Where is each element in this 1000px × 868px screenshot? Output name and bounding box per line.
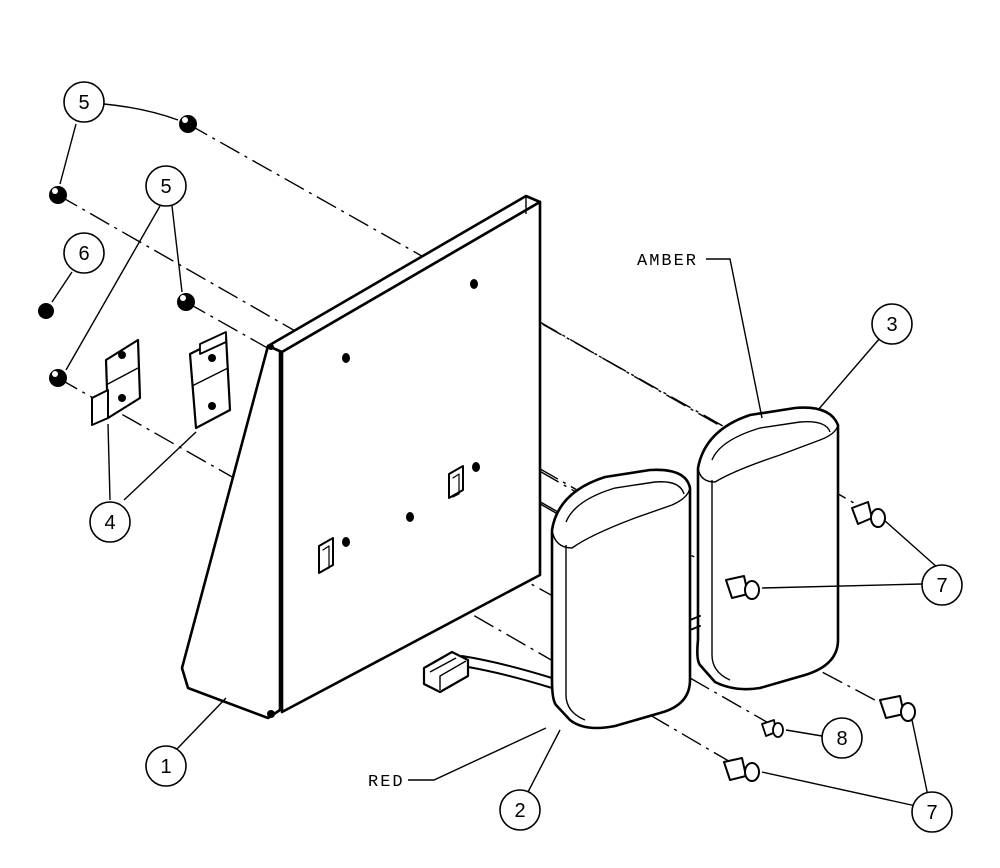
callout-4: 4 bbox=[89, 501, 131, 543]
small-screw-icon bbox=[761, 719, 784, 738]
nut-icon bbox=[49, 369, 67, 387]
callout-8: 8 bbox=[821, 717, 863, 759]
screw-icon bbox=[725, 575, 760, 600]
part6-nut-icon bbox=[38, 303, 54, 319]
callout-number: 7 bbox=[936, 575, 947, 597]
callout-number: 5 bbox=[160, 176, 171, 198]
callout-1: 1 bbox=[145, 745, 187, 787]
screw-icon bbox=[879, 695, 916, 722]
amber-label: AMBER bbox=[637, 252, 698, 271]
red-lamp bbox=[422, 468, 701, 730]
callout-3: 3 bbox=[871, 303, 913, 345]
callout-5-top: 5 bbox=[63, 81, 105, 123]
callout-number: 4 bbox=[104, 512, 115, 534]
leader-lines bbox=[51, 103, 939, 807]
callout-2: 2 bbox=[499, 789, 541, 831]
plate-cutouts bbox=[318, 465, 464, 574]
callout-number: 8 bbox=[836, 728, 847, 750]
bracket-plate bbox=[180, 194, 542, 720]
callout-number: 5 bbox=[78, 92, 89, 114]
screws bbox=[723, 501, 916, 782]
nut-icon bbox=[49, 186, 67, 204]
callout-number: 2 bbox=[514, 800, 525, 822]
mounting-holes bbox=[342, 279, 480, 547]
mounting-clips bbox=[91, 331, 232, 430]
amber-lamp bbox=[696, 406, 840, 691]
nut-icon bbox=[179, 115, 197, 133]
callout-number: 7 bbox=[926, 802, 937, 824]
callout-5-middle: 5 bbox=[145, 165, 187, 207]
screw-icon bbox=[723, 757, 760, 782]
nuts bbox=[49, 115, 197, 387]
callout-7-upper: 7 bbox=[921, 564, 963, 606]
callout-number: 1 bbox=[160, 756, 171, 778]
screw-icon bbox=[851, 501, 886, 528]
red-label: RED bbox=[368, 773, 405, 792]
nut-icon bbox=[177, 293, 195, 311]
callout-7-lower: 7 bbox=[911, 791, 953, 833]
lamp-cable bbox=[422, 615, 701, 694]
callout-number: 6 bbox=[78, 243, 89, 265]
callout-number: 3 bbox=[886, 314, 897, 336]
callout-6: 6 bbox=[63, 232, 105, 274]
